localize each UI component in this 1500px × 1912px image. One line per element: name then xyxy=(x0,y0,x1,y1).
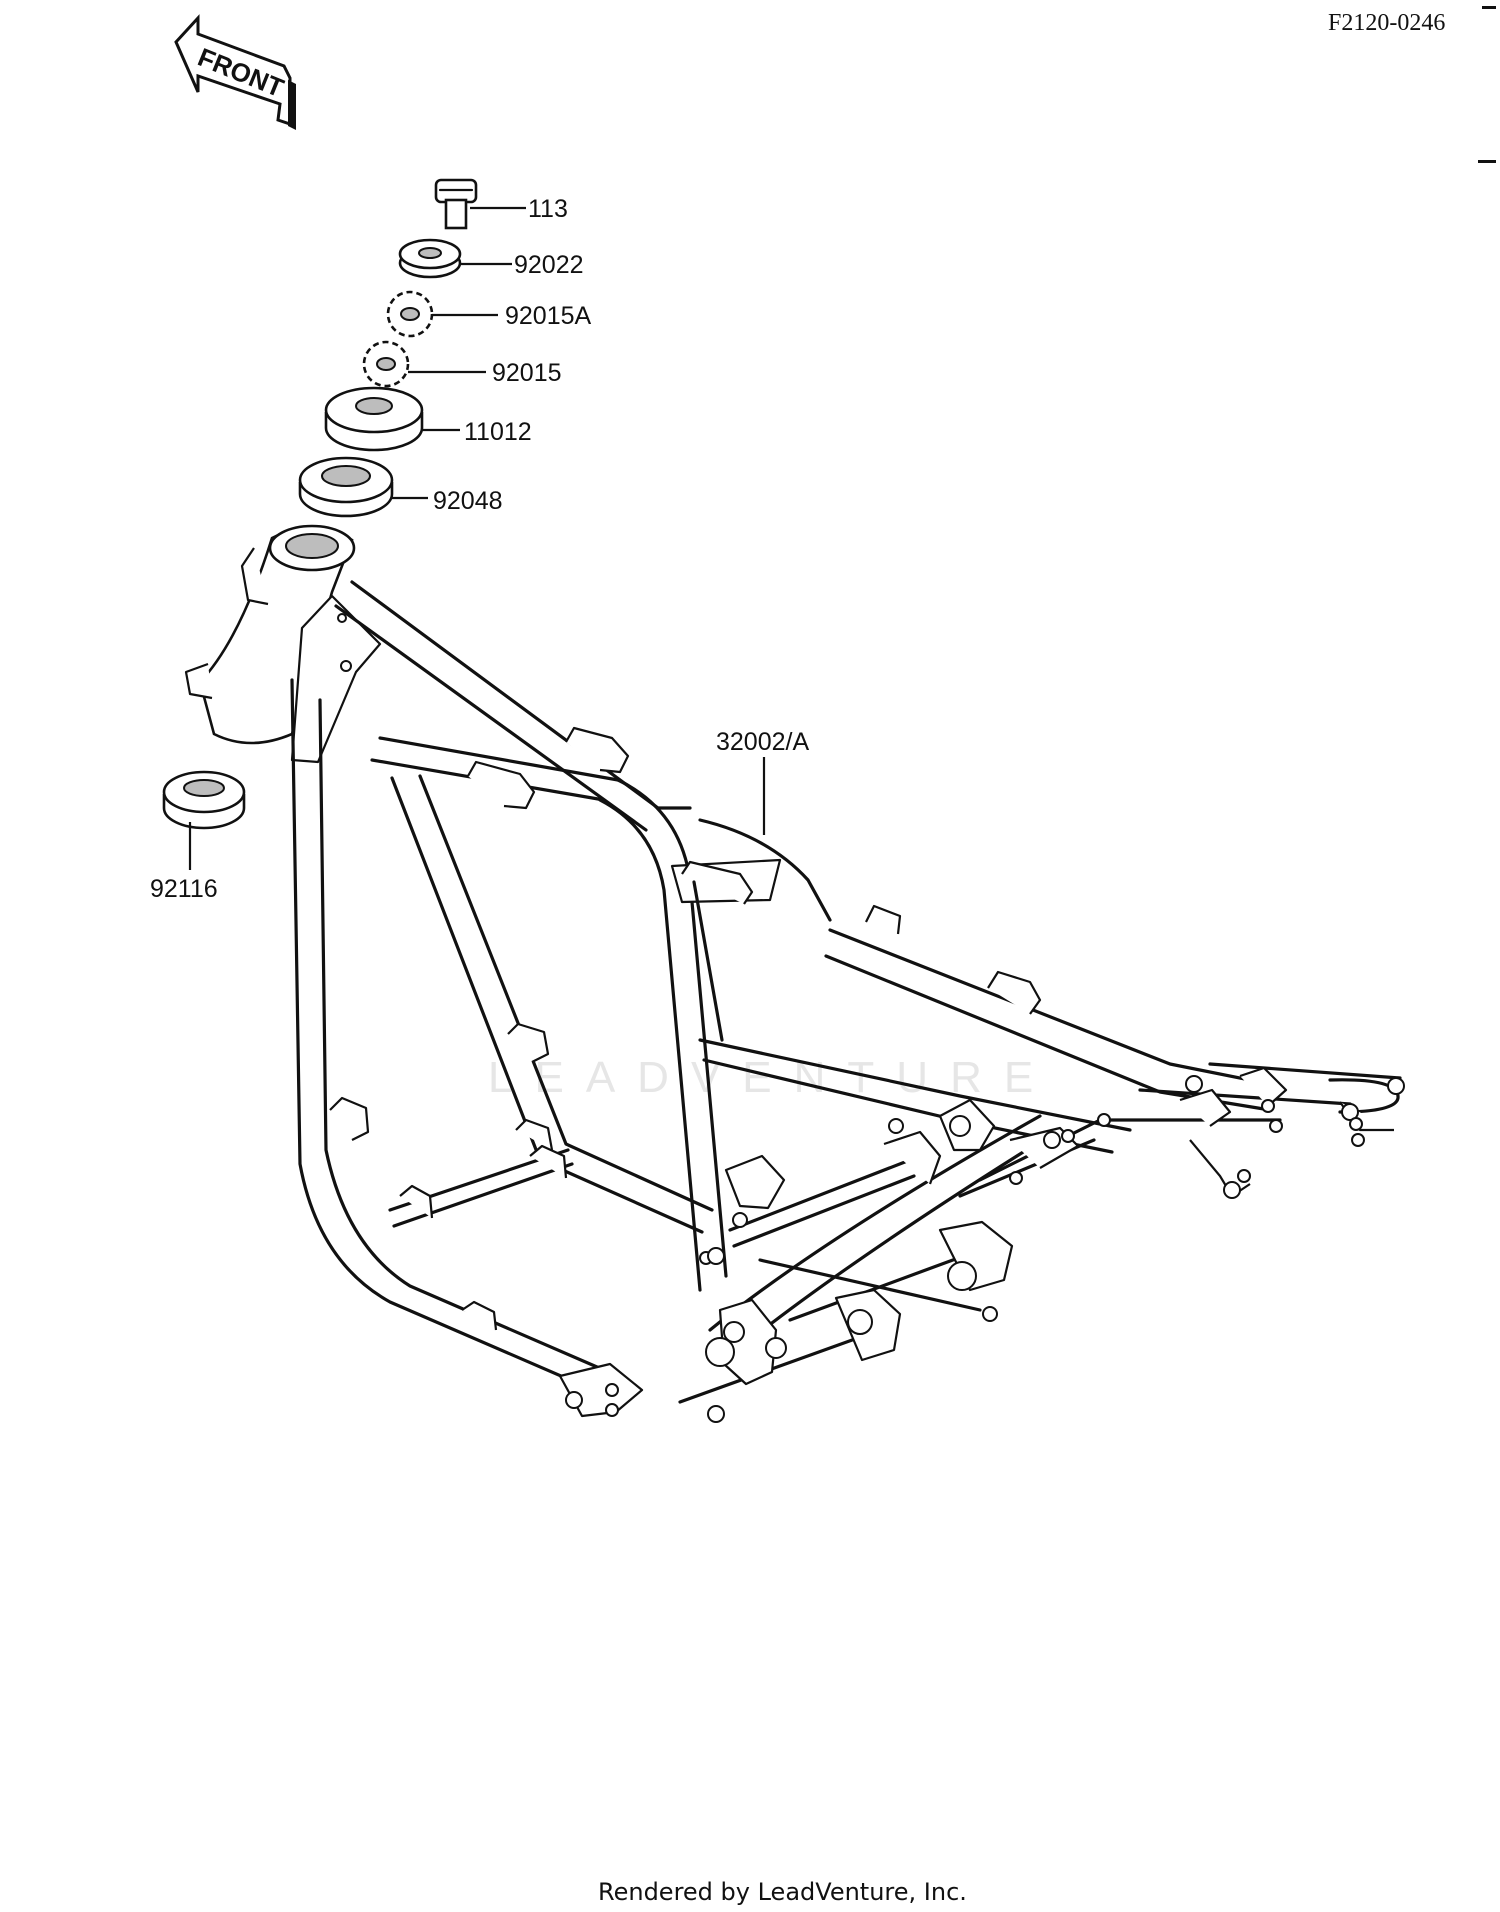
part-lock-washer xyxy=(362,340,410,388)
front-arrow-icon: FRONT xyxy=(174,14,296,130)
part-number-washer: 92022 xyxy=(514,251,584,279)
part-upper-bearing xyxy=(298,456,394,518)
part-lock-washer-a xyxy=(386,290,434,338)
footer-credit: Rendered by LeadVenture, Inc. xyxy=(598,1878,967,1906)
leader-lines xyxy=(188,206,766,870)
part-number-bolt: 113 xyxy=(528,195,568,223)
watermark: LEADVENTURE xyxy=(488,1053,1055,1102)
part-bolt xyxy=(434,178,478,230)
part-number-frame: 32002/A xyxy=(716,728,809,756)
part-number-lock-washer: 92015 xyxy=(492,359,562,387)
part-washer xyxy=(398,238,462,279)
motorcycle-frame xyxy=(184,524,1405,1423)
part-number-lower-bearing: 92116 xyxy=(150,875,218,903)
part-cap xyxy=(324,386,424,452)
part-number-cap: 11012 xyxy=(464,418,532,446)
page-edge-mark xyxy=(1482,6,1496,9)
part-number-upper-bearing: 92048 xyxy=(433,487,503,515)
document-code: F2120-0246 xyxy=(1328,10,1445,36)
page-edge-mark xyxy=(1478,160,1496,163)
part-number-lock-washer-a: 92015A xyxy=(505,302,592,330)
part-lower-bearing xyxy=(162,770,246,830)
